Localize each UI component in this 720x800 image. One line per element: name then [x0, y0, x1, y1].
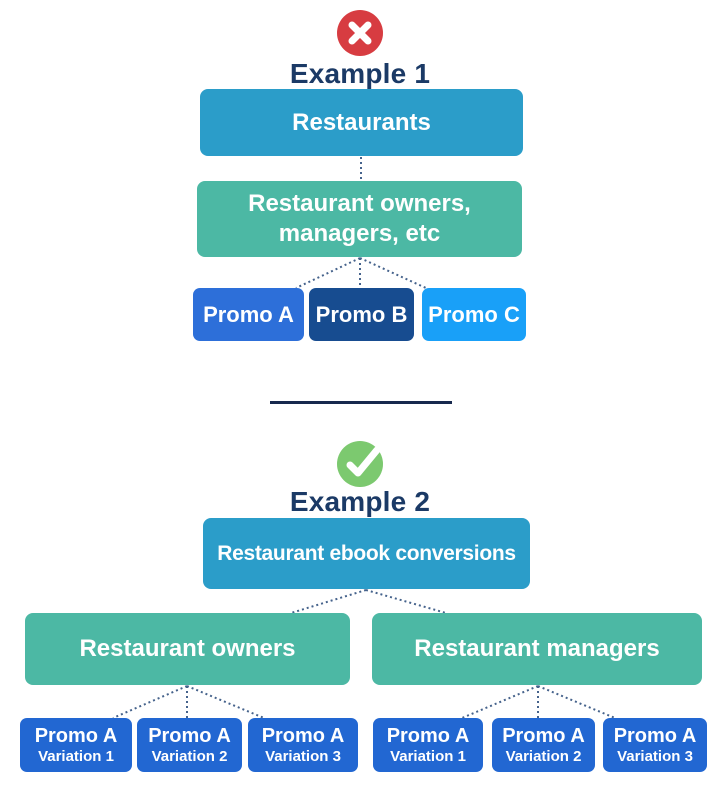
check-circle-icon [336, 439, 386, 487]
example1-adset-label: Restaurant owners, managers, etc [248, 190, 471, 247]
ad-variation: Variation 1 [38, 747, 114, 765]
ad-variation: Variation 3 [617, 747, 693, 765]
example1-campaign-label: Restaurants [292, 108, 431, 136]
example2-adset-managers-box: Restaurant managers [372, 613, 702, 685]
ad-name: Promo A [34, 724, 118, 747]
ad-variation: Variation 3 [265, 747, 341, 765]
example1-ad-promo-a-label: Promo A [203, 301, 294, 327]
ad-variation: Variation 2 [505, 747, 582, 765]
example2-managers-ad-variation-2: Promo A Variation 2 [492, 718, 595, 772]
example1-campaign-box: Restaurants [200, 89, 523, 156]
example2-title: Example 2 [289, 486, 431, 517]
ad-name: Promo A [148, 724, 231, 747]
example1-ad-promo-c-label: Promo C [428, 301, 520, 327]
example2-managers-ad-variation-3: Promo A Variation 3 [603, 718, 707, 772]
ad-name: Promo A [386, 724, 470, 747]
example1-ad-promo-b: Promo B [309, 288, 414, 341]
example2-adset-owners-box: Restaurant owners [25, 613, 350, 685]
example1-ad-promo-a: Promo A [193, 288, 304, 341]
example2-adset-owners-label: Restaurant owners [79, 635, 296, 662]
divider-line [270, 401, 452, 404]
ad-variation: Variation 2 [151, 747, 228, 765]
example2-owners-ad-variation-3: Promo A Variation 3 [248, 718, 358, 772]
example1-ad-promo-b-label: Promo B [315, 301, 408, 327]
example1-ad-promo-c: Promo C [422, 288, 526, 341]
x-circle-icon [337, 10, 383, 56]
ad-name: Promo A [613, 724, 697, 747]
ad-name: Promo A [502, 724, 585, 747]
example1-title: Example 1 [289, 58, 431, 89]
ad-name: Promo A [261, 724, 345, 747]
example2-owners-ad-variation-2: Promo A Variation 2 [137, 718, 242, 772]
ad-variation: Variation 1 [390, 747, 466, 765]
example2-owners-ad-variation-1: Promo A Variation 1 [20, 718, 132, 772]
example2-campaign-label: Restaurant ebook conversions [217, 541, 516, 565]
example2-adset-managers-label: Restaurant managers [414, 635, 660, 662]
example2-managers-ad-variation-1: Promo A Variation 1 [373, 718, 483, 772]
example2-campaign-box: Restaurant ebook conversions [203, 518, 530, 589]
example1-adset-box: Restaurant owners, managers, etc [197, 181, 522, 257]
